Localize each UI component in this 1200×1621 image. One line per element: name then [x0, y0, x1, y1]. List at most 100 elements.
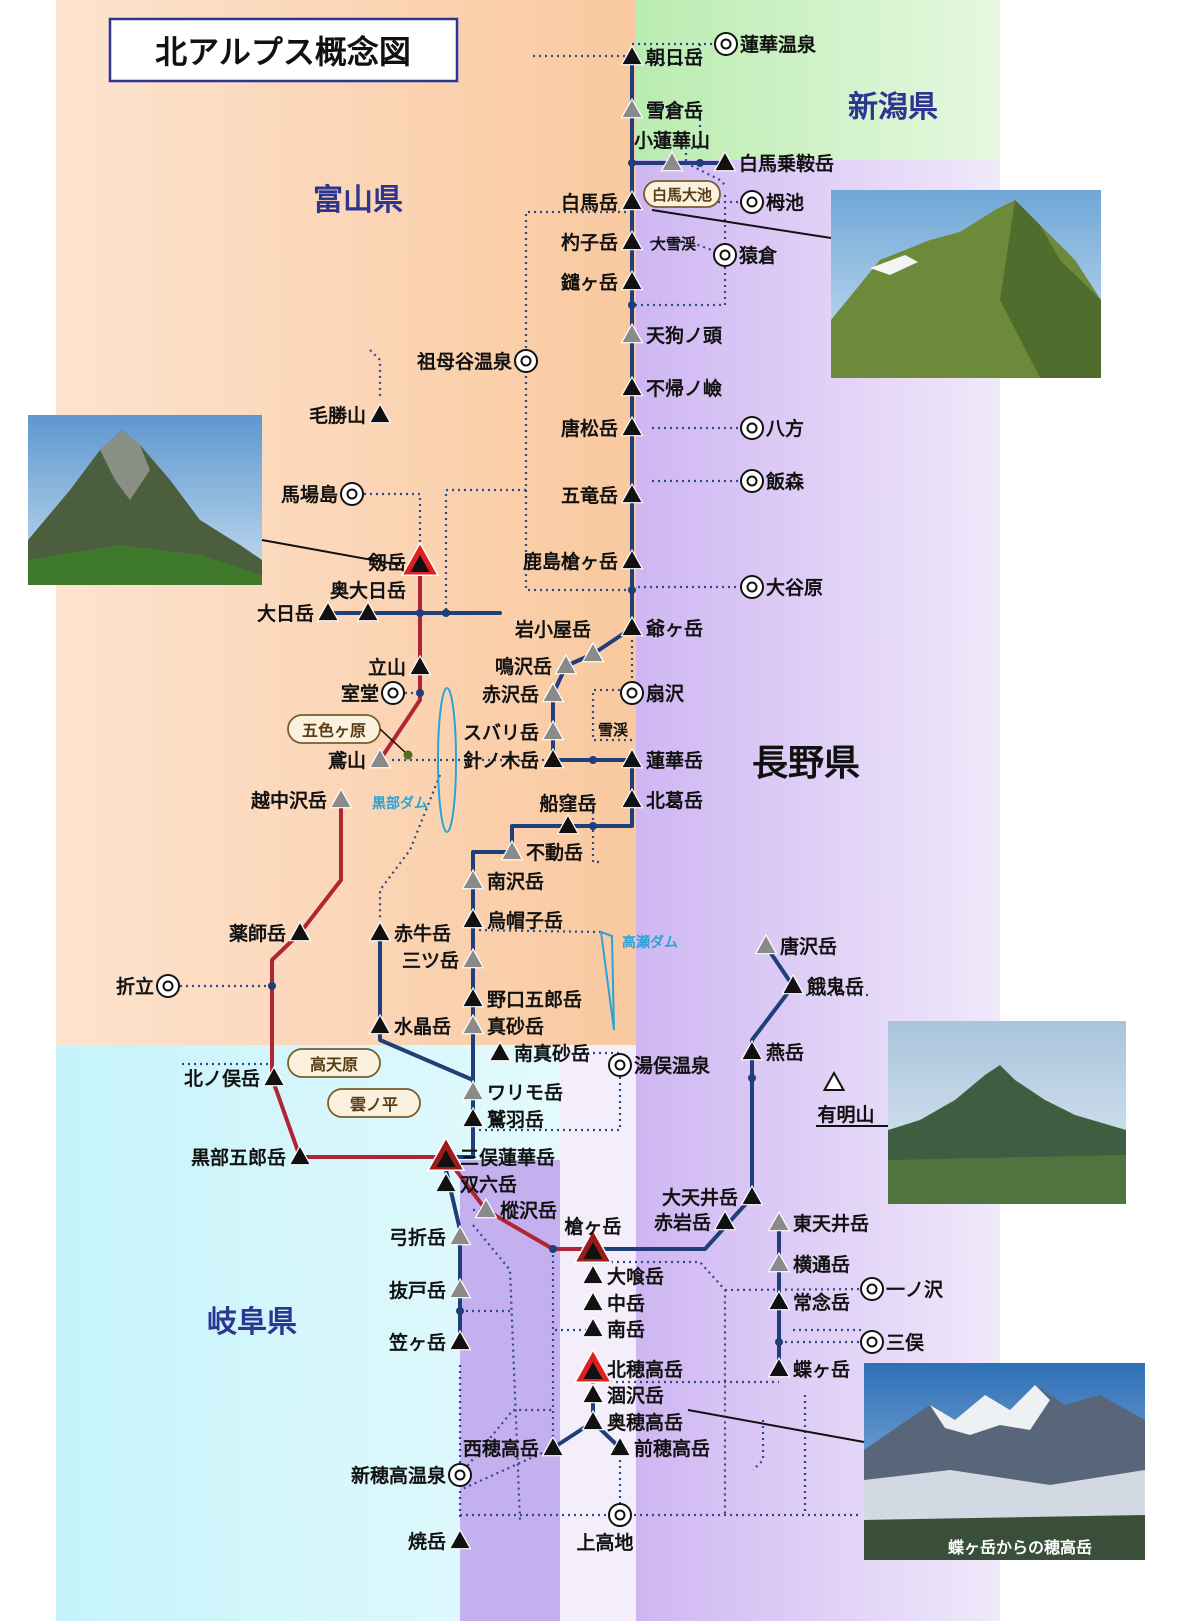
- peak-kasa: 笠ヶ岳: [388, 1329, 472, 1354]
- badge-kumonotaira: 雲ノ平: [327, 1088, 421, 1118]
- peak-iwagoya: 岩小屋岳: [514, 618, 605, 663]
- peak-ariake: 有明山: [817, 1070, 875, 1126]
- peak-fudo: 不動岳: [500, 839, 583, 864]
- label-kurobe-dam: 黒部ダム: [372, 795, 428, 812]
- peak-yari_hakuba: 鑓ヶ岳: [561, 269, 644, 294]
- peak-label-jii: 爺ヶ岳: [645, 617, 703, 640]
- trailhead-label-yumata: 湯俣温泉: [634, 1054, 711, 1077]
- pref-gifu: 岐阜県: [207, 1305, 297, 1340]
- peak-yukikura: 雪倉岳: [620, 97, 703, 122]
- peak-label-subari: スバリ岳: [463, 722, 539, 744]
- peak-kegachi: 毛勝山: [309, 402, 392, 427]
- peak-label-kitanomata: 北ノ俣岳: [184, 1067, 260, 1090]
- photo-tsurugi-pointer: [261, 539, 401, 566]
- trailhead-markers: 蓮華温泉栂池猿倉祖母谷温泉八方飯森馬場島大谷原室堂扇沢折立湯俣温泉一ノ沢三俣新穂…: [116, 32, 944, 1554]
- peak-goryu: 五竜岳: [561, 482, 644, 507]
- trailhead-iimori: 飯森: [740, 469, 805, 493]
- peak-tateshi: 樅沢岳: [474, 1197, 557, 1222]
- peak-label-minami: 南岳: [607, 1319, 645, 1341]
- peak-kitahotaka: 北穂高岳: [573, 1348, 683, 1384]
- trailhead-label-oritate: 折立: [116, 975, 154, 998]
- peak-label-funakubo: 船窪岳: [539, 792, 596, 815]
- peak-warimo: ワリモ岳: [461, 1079, 563, 1104]
- peak-yake: 焼岳: [408, 1528, 472, 1553]
- peak-minami: 南岳: [581, 1316, 645, 1341]
- trailhead-label-ichinosawa: 一ノ沢: [886, 1278, 944, 1301]
- peak-label-cho: 蝶ヶ岳: [793, 1358, 850, 1381]
- peak-label-akaushi: 赤牛岳: [394, 922, 451, 945]
- peak-label-ecchuzawa: 越中沢岳: [250, 789, 327, 812]
- peak-jii: 爺ヶ岳: [620, 615, 703, 640]
- peak-label-yari_hakuba: 鑓ヶ岳: [561, 271, 618, 294]
- peak-minamisawa: 南沢岳: [461, 868, 544, 893]
- peak-yokotoshi: 横通岳: [767, 1251, 850, 1276]
- peak-label-fudo: 不動岳: [526, 842, 583, 864]
- peak-label-karasawadake: 涸沢岳: [607, 1384, 664, 1407]
- peak-label-kasa: 笠ヶ岳: [388, 1331, 446, 1354]
- peak-label-karamatsu: 唐松岳: [561, 417, 618, 440]
- peak-okudainichi: 奥大日岳: [330, 579, 406, 622]
- trailhead-kamikochi: 上高地: [576, 1503, 634, 1554]
- svg-text:雲ノ平: 雲ノ平: [350, 1095, 398, 1114]
- peak-yari: 槍ヶ岳: [564, 1215, 622, 1264]
- trailhead-label-kamikochi: 上高地: [576, 1531, 633, 1554]
- photo-hakuba-pointer: [651, 209, 832, 239]
- peak-karamatsu: 唐松岳: [561, 415, 644, 440]
- label-daisekkei: 大雪渓: [651, 235, 697, 253]
- peak-label-kitahotaka: 北穂高岳: [607, 1358, 683, 1381]
- peak-label-kurobegoro: 黒部五郎岳: [191, 1146, 286, 1169]
- peak-suisho: 水晶岳: [368, 1013, 451, 1038]
- trailhead-label-tsugaike: 栂池: [766, 191, 804, 214]
- peak-maehotaka: 前穂高岳: [608, 1435, 710, 1460]
- peak-label-renge: 蓮華岳: [646, 749, 703, 772]
- peak-masago: 真砂岳: [461, 1013, 544, 1038]
- peak-label-mitsu: 三ツ岳: [402, 950, 459, 972]
- peak-label-obami: 大喰岳: [607, 1265, 664, 1288]
- peak-asahi: 朝日岳: [620, 44, 703, 69]
- peak-naka: 中岳: [581, 1290, 645, 1315]
- peak-gaki: 餓鬼岳: [781, 973, 864, 998]
- peak-kashimayari: 鹿島槍ヶ岳: [523, 548, 644, 573]
- peak-mitsu: 三ツ岳: [402, 947, 485, 972]
- trailhead-label-rengeonsen: 蓮華温泉: [740, 33, 817, 56]
- peak-label-kaerazu: 不帰ノ嶮: [646, 377, 723, 400]
- peak-shakushi: 杓子岳: [561, 229, 644, 254]
- pref-niigata: 新潟県: [848, 90, 938, 125]
- peak-kaerazu: 不帰ノ嶮: [620, 375, 723, 400]
- peak-label-eboshi: 烏帽子岳: [487, 909, 563, 932]
- peak-oya: 大天井岳: [662, 1184, 764, 1209]
- peak-label-washiba: 鷲羽岳: [487, 1108, 544, 1131]
- trailhead-oyahara: 大谷原: [740, 575, 823, 599]
- peak-yumiori: 弓折岳: [389, 1224, 472, 1249]
- badge-hakuba-oike: 白馬大池: [643, 180, 721, 208]
- badge-goshikigahara: 五色ヶ原: [287, 714, 381, 744]
- badge-takamagahara: 高天原: [287, 1048, 381, 1078]
- peak-label-hakuba_norikura: 白馬乗鞍岳: [739, 152, 834, 175]
- peak-label-oya: 大天井岳: [662, 1186, 738, 1209]
- peak-label-ariake: 有明山: [817, 1103, 874, 1126]
- peak-label-nishihotaka: 西穂高岳: [463, 1437, 539, 1460]
- trailhead-shinhotaka: 新穂高温泉: [351, 1463, 472, 1487]
- peak-renge: 蓮華岳: [620, 747, 703, 772]
- peak-akaushi: 赤牛岳: [368, 920, 451, 945]
- peak-akaiwa: 赤岩岳: [654, 1209, 737, 1234]
- peak-label-kashimayari: 鹿島槍ヶ岳: [523, 550, 618, 573]
- peak-label-nukedo: 抜戸岳: [389, 1279, 446, 1302]
- peak-label-dainichi: 大日岳: [257, 602, 314, 625]
- goshikigahara-dot: [403, 750, 413, 760]
- peak-dainichi: 大日岳: [257, 600, 340, 625]
- photo-hakuba: [831, 190, 1101, 378]
- photo-ariake: [888, 1021, 1126, 1204]
- photo-hotaka-caption: 蝶ヶ岳からの穂高岳: [948, 1538, 1092, 1557]
- peak-label-suisho: 水晶岳: [394, 1016, 451, 1038]
- peak-label-okuhotaka: 奥穂高岳: [607, 1411, 683, 1434]
- peak-label-kegachi: 毛勝山: [309, 404, 366, 427]
- peak-label-korenge: 小蓮華山: [634, 129, 710, 152]
- peak-label-minamimasago: 南真砂岳: [514, 1042, 590, 1065]
- peak-label-yari: 槍ヶ岳: [564, 1215, 621, 1238]
- peak-label-goryu: 五竜岳: [561, 484, 618, 507]
- photo-hotaka: 蝶ヶ岳からの穂高岳: [864, 1363, 1145, 1560]
- peak-noguchigoro: 野口五郎岳: [461, 986, 582, 1011]
- peak-label-harinoki: 針ノ木岳: [463, 749, 539, 772]
